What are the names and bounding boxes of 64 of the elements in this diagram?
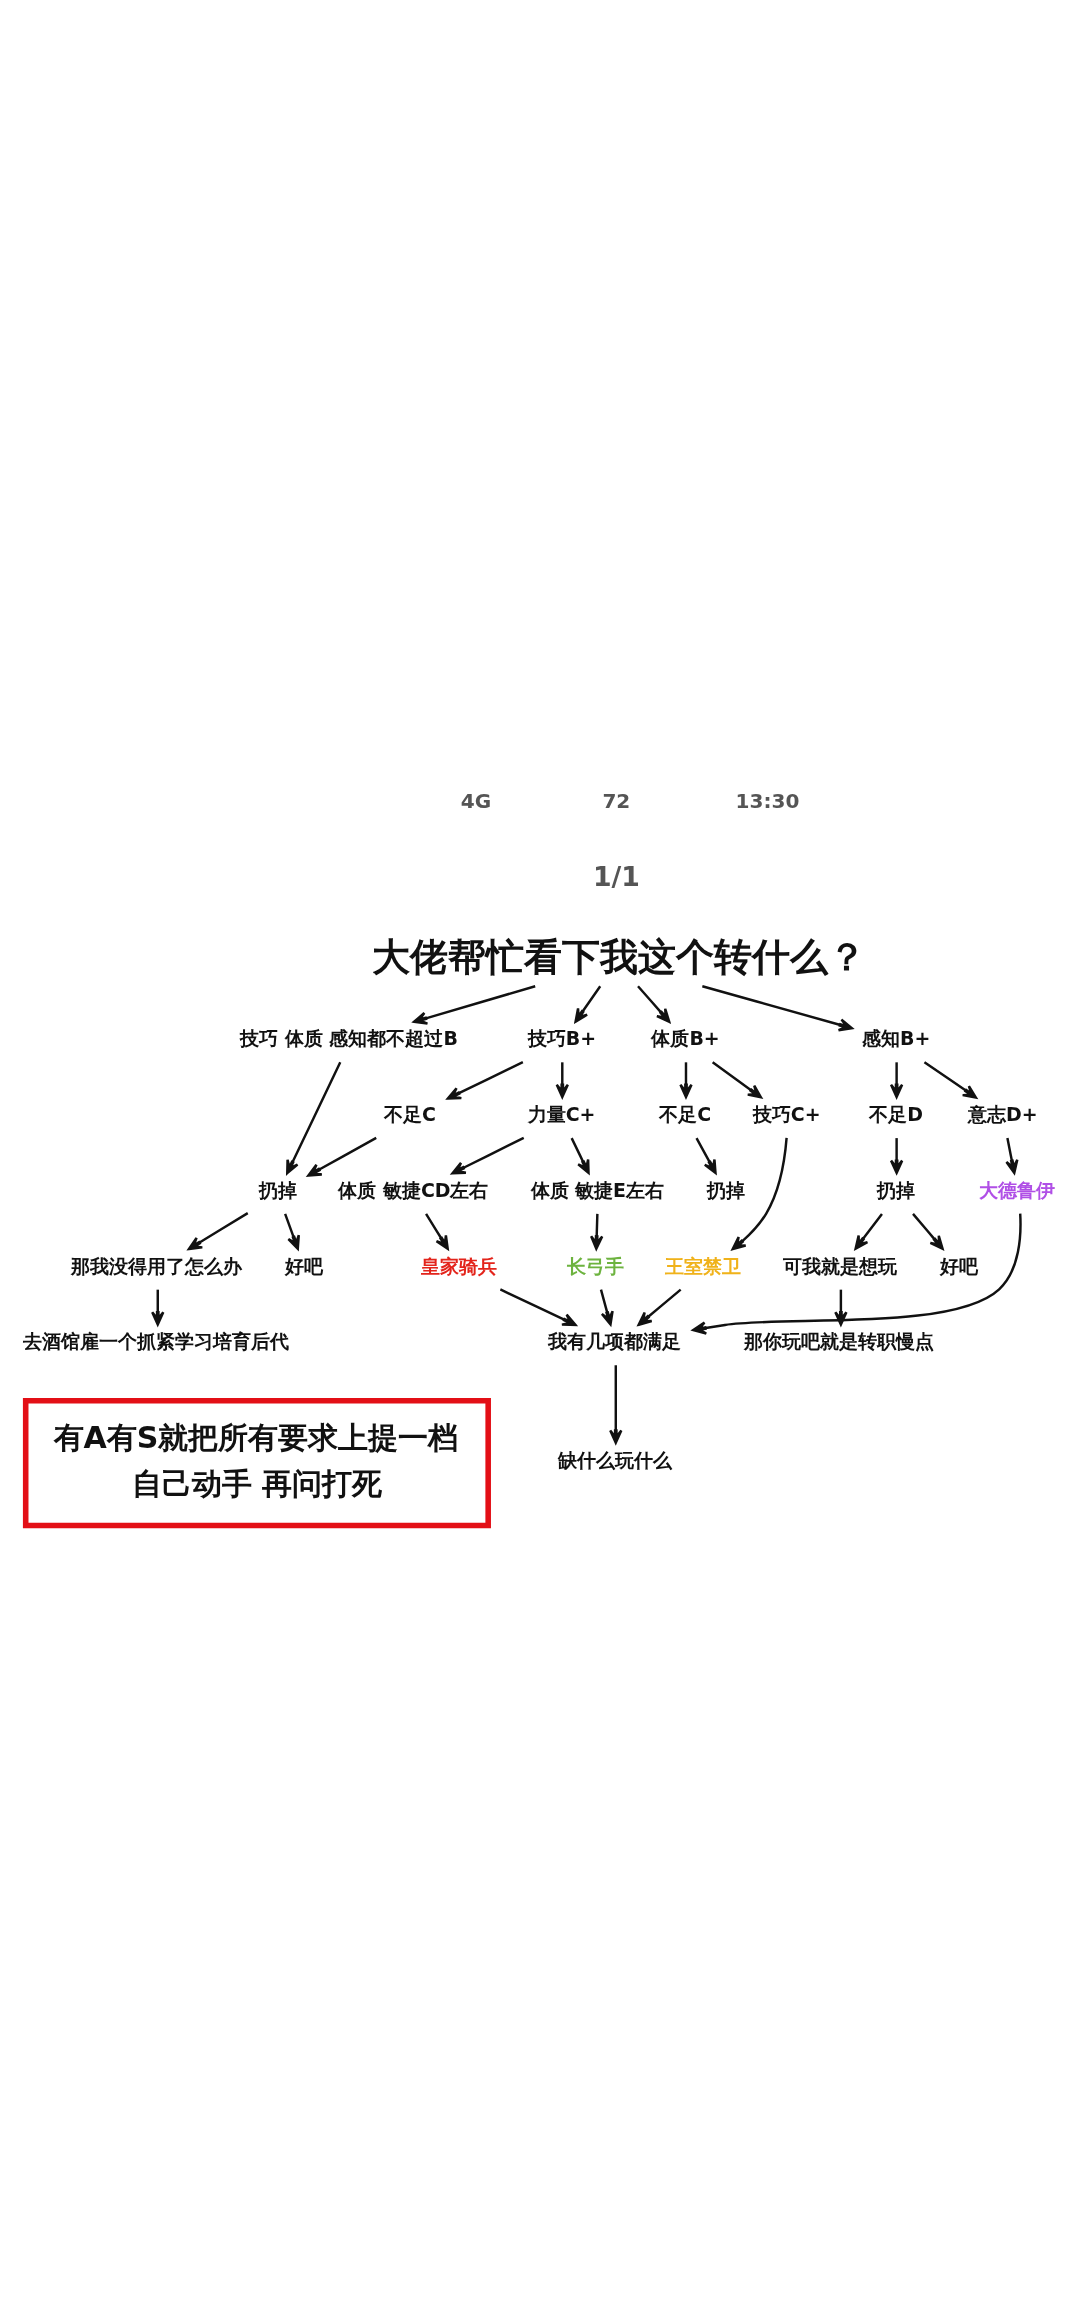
arrow (695, 1137, 717, 1175)
node-text: 意志D+ (967, 1103, 1038, 1126)
node-text: 体质 敏捷CD左右 (338, 1178, 489, 1201)
arrow (574, 985, 602, 1023)
node-text: 扔掉 (258, 1178, 297, 1201)
arrow (889, 1062, 904, 1099)
label: 4G (460, 789, 492, 814)
arrow (923, 1061, 978, 1099)
node-text: 力量C+ (527, 1103, 596, 1126)
arrow (589, 1213, 604, 1250)
node-text: 可我就是想玩 (782, 1254, 897, 1277)
node-text: 去酒馆雇一个抓紧学习培育后代 (22, 1330, 289, 1353)
arrow (692, 1213, 1022, 1335)
arrow (912, 1213, 944, 1250)
arrow (446, 1061, 524, 1100)
node-text: 长弓手 (566, 1254, 624, 1277)
arrow (637, 1288, 682, 1326)
arrow (307, 1136, 377, 1177)
arrow (570, 1137, 590, 1175)
node-text: 体质B+ (651, 1027, 720, 1050)
arrow (284, 1213, 300, 1250)
arrow (854, 1213, 883, 1250)
node-text: 缺什么玩什么 (557, 1448, 672, 1471)
arrow (711, 1061, 763, 1099)
arrow (187, 1212, 249, 1251)
node-text: 技巧B+ (527, 1027, 597, 1050)
node-box: 有A有S就把所有要求上提一档 自己动手 再问打死 (22, 1397, 491, 1529)
arrow (151, 1289, 165, 1326)
node-text: 王室禁卫 (664, 1254, 741, 1277)
node-text: 好吧 (285, 1254, 324, 1277)
arrow (609, 1365, 623, 1445)
node-text: 大德鲁伊 (979, 1178, 1056, 1201)
arrow (834, 1289, 848, 1326)
arrow (451, 1136, 525, 1175)
arrow (889, 1138, 904, 1175)
node-text: 不足D (869, 1103, 924, 1126)
arrow (412, 985, 536, 1025)
node-text: 皇家骑兵 (420, 1254, 497, 1277)
node-text: 那你玩吧就是转职慢点 (744, 1330, 935, 1353)
arrow (599, 1289, 614, 1326)
node-text: 不足C (383, 1103, 436, 1126)
node-text: 扔掉 (706, 1178, 745, 1201)
arrow (731, 1137, 788, 1251)
arrow (499, 1288, 577, 1327)
node-text: 技巧 体质 感知都不超过B (240, 1027, 458, 1050)
node-text: 体质 敏捷E左右 (530, 1178, 665, 1201)
arrow (702, 985, 854, 1032)
arrow (286, 1061, 342, 1175)
arrow (637, 985, 671, 1023)
arrow (679, 1062, 693, 1099)
arrow (1005, 1137, 1019, 1175)
label: 13:30 (735, 789, 800, 814)
node-text: 好吧 (939, 1254, 978, 1277)
node-text: 感知B+ (862, 1027, 931, 1050)
node-text: 大佬帮忙看下我这个转什么？ (372, 934, 867, 979)
node-text: 那我没得用了怎么办 (70, 1254, 242, 1277)
arrow (555, 1062, 570, 1099)
arrow (425, 1213, 449, 1250)
node-text: 不足C (659, 1103, 712, 1126)
node-text: 技巧C+ (752, 1103, 821, 1126)
node-text: 我有几项都满足 (548, 1330, 682, 1353)
label: 72 (602, 789, 631, 814)
node-text: 扔掉 (877, 1178, 916, 1201)
label: 1/1 (592, 861, 640, 893)
